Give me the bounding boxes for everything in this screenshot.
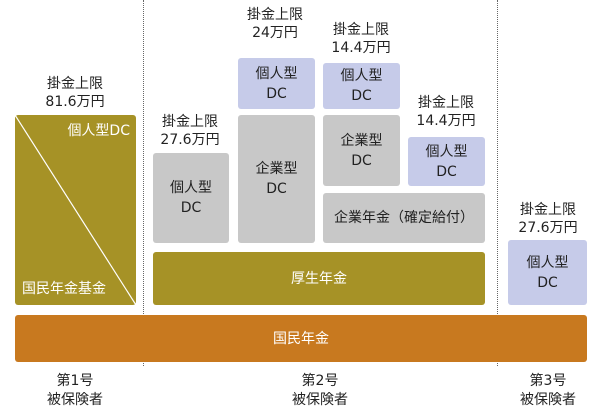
limit-title: 掛金上限 (247, 7, 303, 23)
column-divider-2 (497, 0, 498, 366)
limit-title: 掛金上限 (418, 95, 474, 111)
limit-group1: 掛金上限 81.6万円 (25, 75, 125, 111)
limit-group2d: 掛金上限 14.4万円 (396, 94, 496, 130)
limit-value: 81.6万円 (45, 94, 105, 110)
limit-title: 掛金上限 (520, 202, 576, 218)
kigyo-dc-box: 企業型 DC (238, 115, 315, 243)
limit-value: 14.4万円 (331, 40, 391, 56)
limit-value: 24万円 (252, 25, 298, 41)
column-label-line1: 第2号 (301, 373, 339, 389)
kigyo-dc-box: 企業型 DC (323, 115, 400, 186)
column-label-1: 第1号 被保険者 (25, 372, 125, 410)
kojin-dc-box: 個人型 DC (153, 153, 229, 243)
column-label-line1: 第1号 (56, 373, 94, 389)
column-label-2: 第2号 被保険者 (270, 372, 370, 410)
limit-group2b: 掛金上限 24万円 (225, 6, 325, 42)
limit-value: 14.4万円 (416, 113, 476, 129)
column-label-3: 第3号 被保険者 (498, 372, 598, 410)
kigyo-nenkin-db-box: 企業年金（確定給付） (323, 193, 485, 243)
column-label-line1: 第3号 (529, 373, 567, 389)
kojin-dc-box: 個人型 DC (508, 240, 587, 305)
column-label-line2: 被保険者 (292, 392, 348, 408)
limit-group2a: 掛金上限 27.6万円 (140, 113, 240, 149)
column-label-line2: 被保険者 (520, 392, 576, 408)
limit-title: 掛金上限 (333, 22, 389, 38)
kojin-dc-box: 個人型 DC (238, 58, 315, 109)
limit-group3: 掛金上限 27.6万円 (498, 201, 598, 237)
kojin-dc-box: 個人型 DC (408, 137, 485, 186)
kokumin-kikin-label: 国民年金基金 (22, 281, 106, 297)
limit-value: 27.6万円 (160, 132, 220, 148)
column-label-line2: 被保険者 (47, 392, 103, 408)
diagonal-divider (15, 115, 136, 305)
limit-title: 掛金上限 (47, 76, 103, 92)
limit-group2c: 掛金上限 14.4万円 (311, 21, 411, 57)
kojin-kikin-box: 個人型DC 国民年金基金 (15, 115, 136, 305)
limit-value: 27.6万円 (518, 220, 578, 236)
kojin-dc-label: 個人型DC (67, 123, 130, 139)
kosei-nenkin-bar: 厚生年金 (153, 252, 485, 305)
column-divider-1 (143, 0, 144, 366)
limit-title: 掛金上限 (162, 114, 218, 130)
kokumin-nenkin-bar: 国民年金 (15, 315, 587, 362)
kojin-dc-box: 個人型 DC (323, 63, 400, 109)
